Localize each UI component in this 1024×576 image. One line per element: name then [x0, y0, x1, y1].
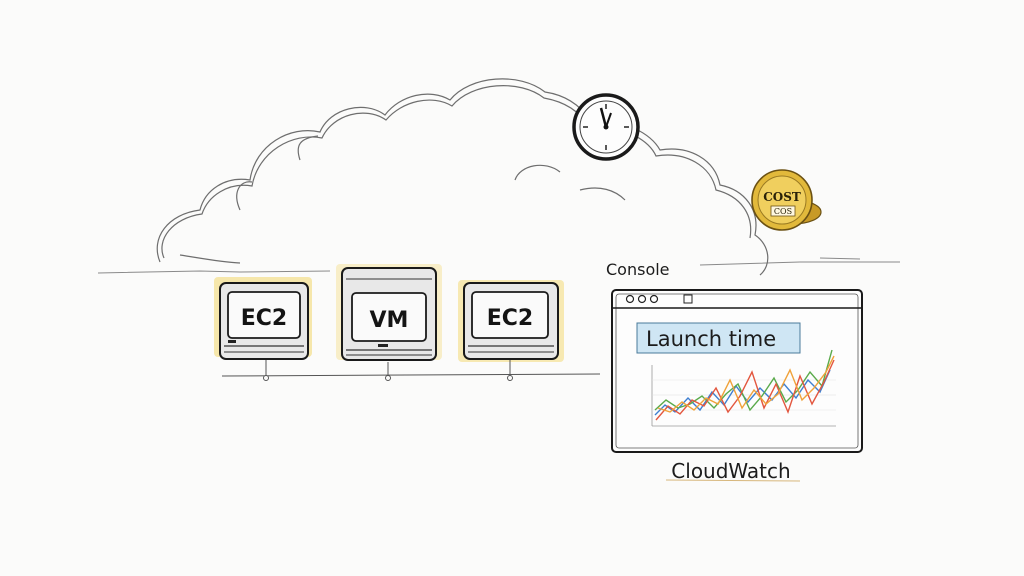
- server-label: EC2: [241, 306, 287, 331]
- graph-series-red: [655, 359, 835, 421]
- server-connectors: [221, 360, 601, 381]
- server-label: VM: [370, 308, 409, 333]
- window-close-icon[interactable]: [625, 294, 635, 304]
- cloudwatch-caption: CloudWatch: [671, 459, 790, 483]
- server-ec2-2: EC2: [458, 280, 564, 362]
- cloudwatch-graph: [651, 349, 836, 427]
- console-caption: Console: [606, 260, 670, 279]
- server-group: EC2 VM EC2: [214, 264, 601, 381]
- launch-time-label: Launch time: [646, 327, 776, 351]
- server-vm: VM: [336, 264, 442, 361]
- window-maximize-icon[interactable]: [649, 294, 659, 304]
- graph-series-green: [654, 349, 833, 412]
- graph-series-orange: [657, 355, 835, 413]
- cloud-outline: [156, 78, 769, 276]
- clock-icon: [572, 93, 640, 161]
- horizon-lines: [97, 257, 900, 274]
- window-minimize-icon[interactable]: [637, 294, 647, 304]
- cost-coin-icon: COST COS: [751, 169, 822, 231]
- console-window: Launch time: [611, 289, 863, 453]
- cost-coin-top-text: COST: [763, 190, 801, 204]
- server-label: EC2: [487, 306, 533, 331]
- server-ec2-1: EC2: [214, 277, 312, 360]
- cost-coin-bottom-text: COS: [774, 207, 792, 216]
